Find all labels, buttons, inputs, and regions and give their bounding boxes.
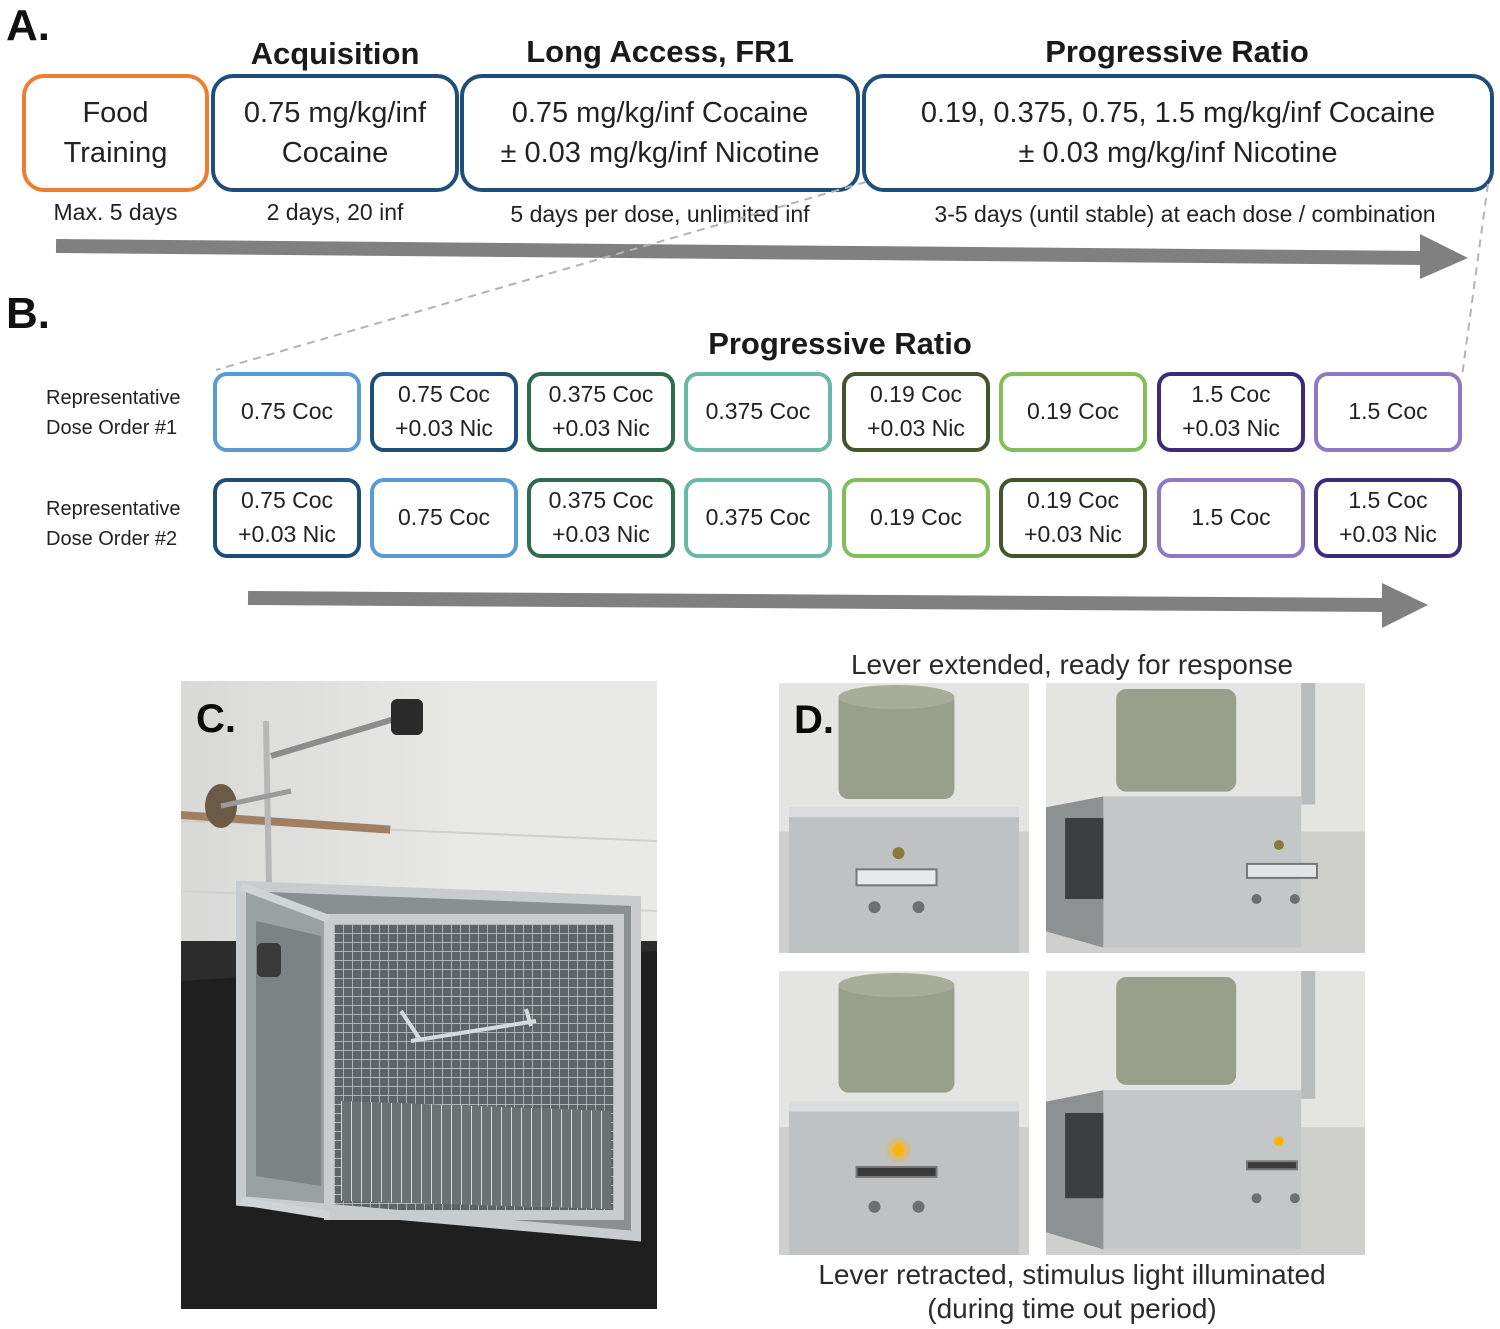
- lever-extended-side-photo: [1046, 683, 1365, 953]
- dose-line: 1.5 Coc: [1191, 504, 1271, 531]
- lever-extended-caption: Lever extended, ready for response: [850, 649, 1294, 680]
- stage-header-long-access: Long Access, FR1: [526, 34, 794, 69]
- stage-line: ± 0.03 mg/kg/inf Nicotine: [500, 137, 820, 169]
- dose-order-arrowhead: [1382, 583, 1428, 628]
- stage-box-long-access: 0.75 mg/kg/inf Cocaine ± 0.03 mg/kg/inf …: [460, 74, 860, 192]
- dose-box-row2-3: 0.375 Coc +0.03 Nic: [527, 478, 675, 558]
- caption-line: Lever retracted, stimulus light illumina…: [818, 1259, 1326, 1290]
- dose-box-row1-1: 0.75 Coc: [213, 372, 361, 452]
- dose-box-row1-5: 0.19 Coc +0.03 Nic: [842, 372, 990, 452]
- dose-line: +0.03 Nic: [1182, 415, 1280, 441]
- stage-duration: 2 days, 20 inf: [266, 199, 404, 225]
- dose-line: 0.19 Coc: [1026, 398, 1120, 425]
- zoom-connector-left: [215, 181, 867, 371]
- lever-extended-front-photo: [779, 683, 1029, 953]
- label-line: Representative: [46, 387, 181, 409]
- dose-line: 0.75 Coc: [397, 381, 491, 408]
- dose-line: +0.03 Nic: [238, 521, 336, 547]
- dose-line: 0.19 Coc: [869, 381, 963, 408]
- label-line: Dose Order #2: [46, 528, 178, 550]
- stage-duration: 3-5 days (until stable) at each dose / c…: [934, 201, 1436, 227]
- dose-line: +0.03 Nic: [867, 415, 965, 441]
- stage-box-food-training: Food Training: [22, 74, 209, 192]
- dose-line: +0.03 Nic: [395, 415, 493, 441]
- dose-box-row2-1: 0.75 Coc +0.03 Nic: [213, 478, 361, 558]
- label-line: Dose Order #1: [46, 417, 178, 439]
- zoom-connector-right: [1461, 183, 1489, 377]
- timeline-arrow-shaft: [55, 239, 1426, 265]
- dose-line: 0.75 Coc: [240, 398, 334, 425]
- lever-retracted-side-photo: [1046, 971, 1365, 1255]
- stage-header-progressive-ratio: Progressive Ratio: [1045, 34, 1309, 69]
- caption-line: (during time out period): [927, 1293, 1217, 1325]
- dose-line: 0.375 Coc: [548, 381, 654, 408]
- dose-box-row1-4: 0.375 Coc: [684, 372, 832, 452]
- dose-box-row2-5: 0.19 Coc: [842, 478, 990, 558]
- stage-header-acquisition: Acquisition: [250, 36, 420, 71]
- dose-box-row2-7: 1.5 Coc: [1157, 478, 1305, 558]
- dose-order-1-label: Representative Dose Order #1: [46, 383, 181, 443]
- panel-c-label: C.: [196, 697, 236, 741]
- stage-box-progressive-ratio: 0.19, 0.375, 0.75, 1.5 mg/kg/inf Cocaine…: [862, 74, 1494, 192]
- stage-box-acquisition: 0.75 mg/kg/inf Cocaine: [211, 74, 459, 192]
- lever-retracted-front-photo: [779, 971, 1029, 1255]
- panel-d-label: D.: [794, 698, 834, 742]
- dose-box-row1-2: 0.75 Coc +0.03 Nic: [370, 372, 518, 452]
- dose-order-arrow-shaft: [247, 591, 1386, 612]
- dose-line: +0.03 Nic: [552, 415, 650, 441]
- dose-box-row2-4: 0.375 Coc: [684, 478, 832, 558]
- stage-duration: 5 days per dose, unlimited inf: [510, 201, 810, 227]
- dose-line: 0.75 Coc: [397, 504, 491, 531]
- stage-line: 0.75 mg/kg/inf: [243, 96, 427, 129]
- stage-line: Cocaine: [281, 137, 389, 169]
- dose-line: 0.375 Coc: [705, 504, 811, 531]
- stage-line: 0.75 mg/kg/inf Cocaine: [511, 96, 809, 129]
- dose-line: 1.5 Coc: [1191, 381, 1271, 408]
- dose-line: 0.375 Coc: [705, 398, 811, 425]
- dose-line: +0.03 Nic: [1024, 521, 1122, 547]
- dose-box-row1-6: 0.19 Coc: [999, 372, 1147, 452]
- dose-box-row2-6: 0.19 Coc +0.03 Nic: [999, 478, 1147, 558]
- stage-line: Food: [82, 96, 149, 129]
- dose-line: 0.75 Coc: [240, 487, 334, 514]
- stage-line: Training: [63, 137, 168, 169]
- dose-box-row2-8: 1.5 Coc +0.03 Nic: [1314, 478, 1462, 558]
- stage-line: 0.19, 0.375, 0.75, 1.5 mg/kg/inf Cocaine: [920, 96, 1436, 129]
- dose-line: 1.5 Coc: [1348, 398, 1428, 425]
- panel-a-label: A.: [6, 1, 50, 50]
- label-line: Representative: [46, 498, 181, 520]
- timeline-arrowhead: [1420, 234, 1468, 279]
- dose-line: 0.19 Coc: [1026, 487, 1120, 514]
- dose-line: 1.5 Coc: [1348, 487, 1428, 514]
- stage-duration: Max. 5 days: [53, 199, 178, 225]
- dose-order-2-label: Representative Dose Order #2: [46, 494, 181, 554]
- panel-b-label: B.: [6, 289, 50, 338]
- panel-b-title: Progressive Ratio: [708, 326, 972, 361]
- dose-box-row2-2: 0.75 Coc: [370, 478, 518, 558]
- dose-box-row1-8: 1.5 Coc: [1314, 372, 1462, 452]
- dose-line: +0.03 Nic: [1339, 521, 1437, 547]
- dose-line: +0.03 Nic: [552, 521, 650, 547]
- dose-box-row1-3: 0.375 Coc +0.03 Nic: [527, 372, 675, 452]
- operant-chamber-photo: C.: [181, 681, 657, 1309]
- dose-line: 0.19 Coc: [869, 504, 963, 531]
- lever-retracted-caption: Lever retracted, stimulus light illumina…: [770, 1258, 1374, 1326]
- dose-line: 0.375 Coc: [548, 487, 654, 514]
- stage-line: ± 0.03 mg/kg/inf Nicotine: [1018, 137, 1338, 169]
- dose-box-row1-7: 1.5 Coc +0.03 Nic: [1157, 372, 1305, 452]
